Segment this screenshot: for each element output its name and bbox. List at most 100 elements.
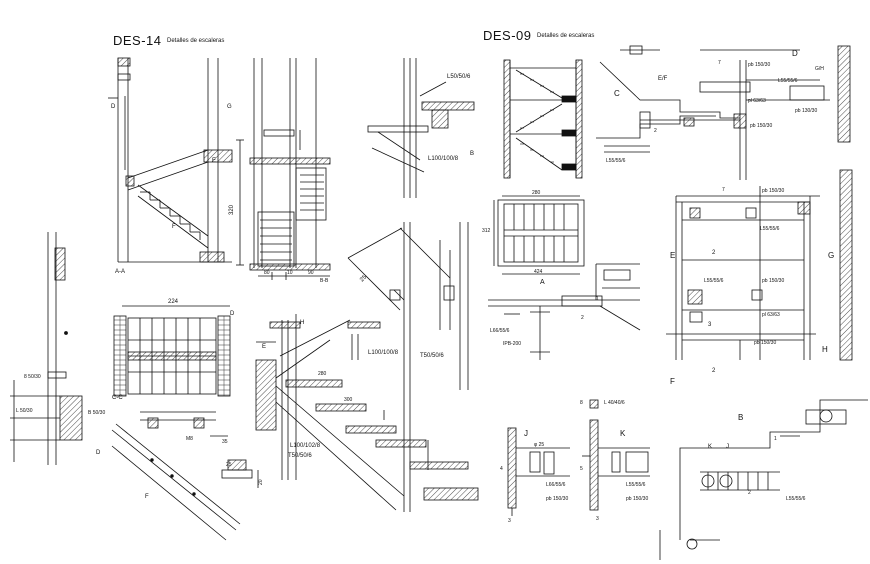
label-pl63-63-a: pl 63/63 (748, 98, 766, 104)
label-j-1: J (524, 429, 528, 438)
label-m8: M8 (186, 436, 193, 442)
label-l55-55-6-a: L55/55/6 (778, 78, 798, 84)
dim-224: 224 (168, 299, 179, 305)
label-section-aa: A-A (115, 269, 125, 275)
label-ipb200: IPB-200 (503, 341, 521, 347)
label-k-1: K (620, 429, 626, 438)
des09-subtitle: Detalles de escaleras (537, 33, 595, 39)
n-7-b: 7 (722, 187, 725, 193)
label-l50-30-c: B 50/30 (88, 410, 105, 416)
label-l55-55-6-d: L55/55/6 (704, 278, 724, 284)
sloped-stringer-bottom (111, 423, 259, 541)
label-b-2: B (738, 413, 743, 422)
des09-plan (493, 195, 585, 275)
label-l66-55-6-b: L66/55/6 (546, 482, 566, 488)
dim-20: 20 (258, 479, 264, 485)
label-l100-102-8: L100/102/8 (290, 443, 321, 449)
label-l55-55-6-c: L55/55/6 (760, 226, 780, 232)
des09-beam-detail (488, 263, 641, 360)
des09-code: DES-09 (483, 28, 532, 43)
dim-424: 424 (534, 269, 543, 275)
dim-25-a: 25 (359, 274, 368, 283)
label-g-2: G (828, 251, 834, 260)
label-l100-100-8-a: L100/100/8 (428, 156, 459, 162)
n-4-a: 4 (500, 466, 503, 472)
label-k-2: K (708, 444, 712, 450)
label-l100-100-8-b: L100/100/8 (368, 350, 399, 356)
n-3-a: 3 (708, 322, 712, 328)
dim-35: 35 (222, 439, 228, 445)
label-h-2: H (822, 345, 828, 354)
label-l66-55-6: L66/55/6 (490, 328, 510, 334)
label-l40-40-6: L 40/40/6 (604, 400, 625, 406)
left-wall-detail (10, 232, 83, 465)
label-section-cc: C-C (112, 395, 123, 401)
des14-code: DES-14 (113, 33, 162, 48)
label-l50-50-6: L50/50/6 (447, 74, 471, 80)
stringer-detail-top (367, 58, 475, 198)
n-2-a: 2 (581, 315, 584, 321)
n-1-a: 1 (596, 296, 599, 302)
label-d-2: D (230, 311, 235, 317)
dim-300: 300 (344, 397, 353, 403)
dim-280: 280 (318, 371, 327, 377)
des09-elevation (503, 59, 583, 179)
des14-subtitle: Detalles de escaleras (167, 38, 225, 44)
connection-details-jk (507, 399, 650, 516)
label-pb150-30-b: pb 150/30 (750, 123, 772, 129)
label-c: C (614, 89, 620, 98)
label-e-2: E (262, 344, 266, 350)
label-t50-50-6-b: T50/50/6 (288, 453, 312, 459)
label-pb150-30-c: pb 150/30 (762, 188, 784, 194)
label-gh: G/H (815, 66, 824, 72)
label-phi25: φ 25 (534, 442, 544, 448)
label-pb150-30-d: pb 150/30 (762, 278, 784, 284)
dim-90: 90 (308, 270, 314, 276)
label-b-1: B (470, 151, 474, 157)
n-2-c: 2 (712, 250, 716, 256)
label-e-1: E (212, 158, 216, 164)
label-section-bb: B-B (320, 278, 329, 284)
dim-10: 10 (287, 270, 293, 276)
label-t50-50-6-a: T50/50/6 (420, 353, 444, 359)
des09-mid-plan (666, 169, 853, 361)
label-pb150-30-a: pb 150/30 (748, 62, 770, 68)
label-pl63-63-b: pl 63/63 (762, 312, 780, 318)
label-l50-30-a: L 50/30 (16, 408, 33, 414)
label-d-3: D (792, 49, 798, 58)
n-2-d: 2 (712, 368, 716, 374)
des09-top-plan (596, 45, 851, 180)
n-3-b: 3 (508, 518, 511, 524)
label-f-1: F (172, 224, 176, 230)
label-ef: E/F (658, 76, 668, 82)
label-a: A (540, 279, 545, 286)
label-j-2: J (726, 444, 729, 450)
section-bb-elevation (249, 58, 331, 280)
n-5: 5 (580, 466, 583, 472)
label-d-1: D (111, 104, 116, 110)
label-e-3: E (670, 251, 675, 260)
stair-side-section (255, 314, 479, 511)
label-pb150-30-f: pb 150/30 (546, 496, 568, 502)
dim-80: 80 (264, 270, 270, 276)
label-f-3: F (670, 377, 675, 386)
label-pb150-30-g: pb 150/30 (626, 496, 648, 502)
dim-312: 312 (482, 228, 491, 234)
n-1-b: 1 (774, 436, 777, 442)
label-pb130-30: pb 130/30 (795, 108, 817, 114)
n-3-c: 3 (596, 516, 599, 522)
n-2-b: 2 (654, 128, 657, 134)
plan-cc (113, 305, 231, 437)
dim-320: 320 (229, 204, 235, 215)
label-f-2: F (145, 494, 149, 500)
n-7-a: 7 (718, 60, 721, 66)
n-8: 8 (580, 400, 583, 406)
des09-bottom-plan (659, 399, 868, 560)
label-pb150-30-e: pb 150/30 (754, 340, 776, 346)
dim-25-b: 25 (226, 462, 232, 468)
label-g-1: G (227, 104, 232, 110)
dim-288: 280 (532, 190, 541, 196)
label-l55-55-6-b: L55/55/6 (606, 158, 626, 164)
n-2-e: 2 (748, 490, 751, 496)
